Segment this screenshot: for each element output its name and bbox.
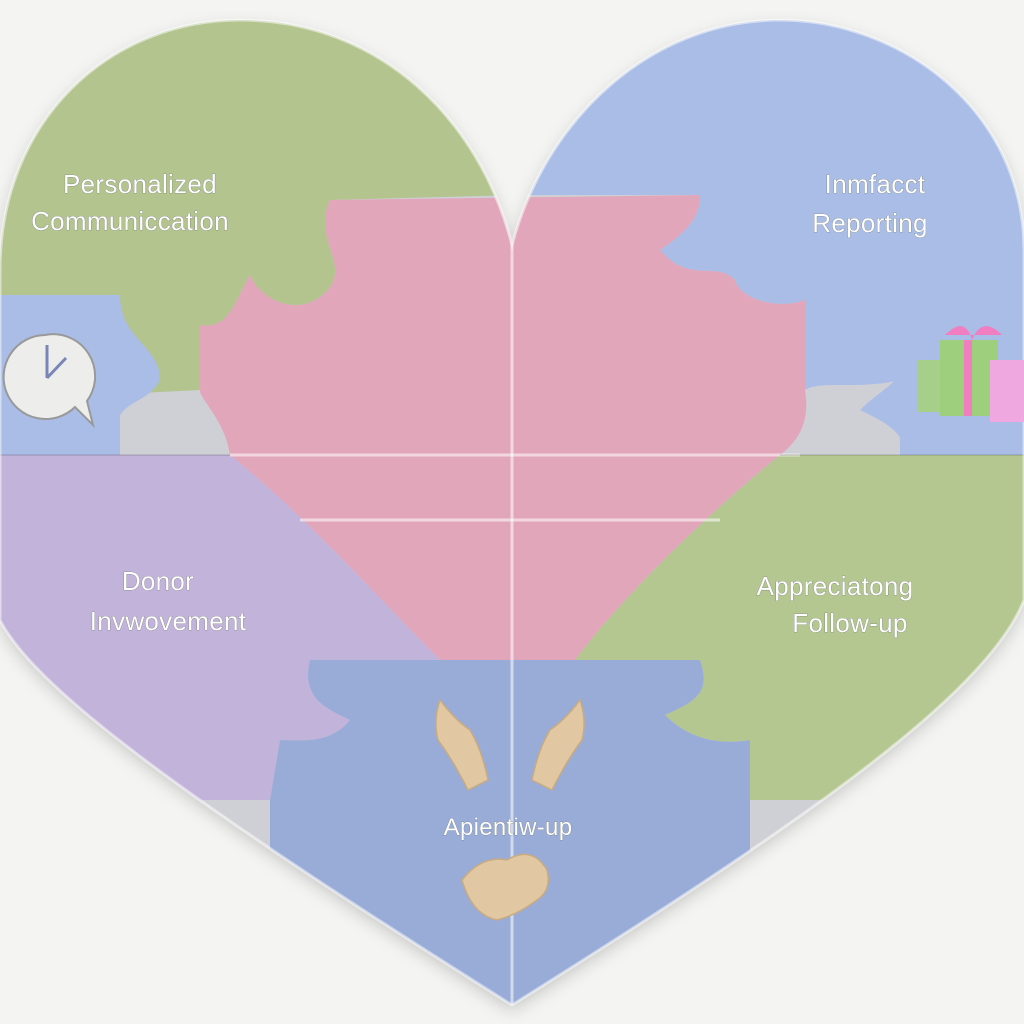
gift-boxes-icon: [918, 326, 1024, 422]
label-rm-2: Follow-up: [792, 608, 907, 638]
label-lm-1: Donor: [122, 566, 194, 596]
label-tl-2: Communiccation: [31, 206, 229, 236]
label-tr-1: Inmfacct: [825, 169, 926, 199]
piece-personalized-communication: [0, 20, 520, 400]
label-lm-2: Invwovement: [90, 606, 247, 636]
piece-impact-reporting: [520, 20, 1024, 455]
clock-speech-icon: [2, 333, 97, 429]
piece-donor-involvement: [0, 455, 440, 800]
label-tl-1: Personalized: [63, 169, 217, 199]
piece-center: [200, 195, 807, 660]
label-rm-1: Appreciatong: [757, 571, 914, 601]
label-tr-2: Reporting: [812, 208, 927, 238]
label-bottom: Apientiw-up: [444, 814, 573, 841]
handshake-icon: [461, 853, 549, 921]
open-hands-icon: [435, 698, 585, 792]
piece-appreciating-follow-up: [575, 455, 1024, 800]
